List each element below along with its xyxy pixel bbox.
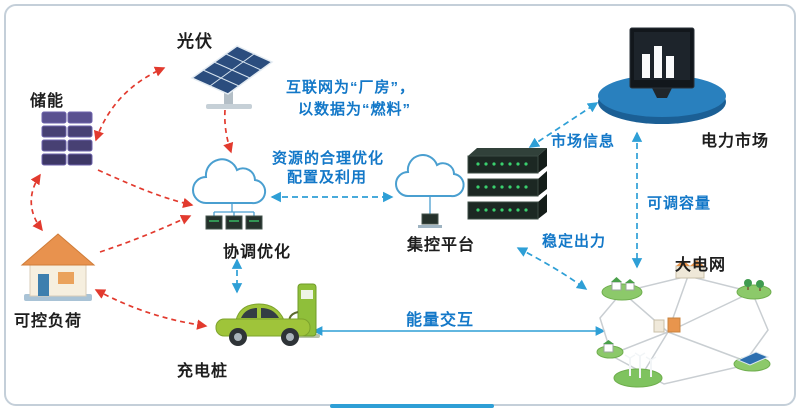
coordination-label: 协调优化 [223, 244, 292, 261]
coordination-icon [192, 158, 267, 230]
arrow-platform-market [528, 102, 599, 148]
pv-label: 光伏 [177, 32, 213, 51]
load-label: 可控负荷 [14, 313, 83, 330]
adjustable-capacity-annotation: 可调容量 [647, 195, 712, 212]
market-label: 电力市场 [701, 133, 770, 150]
arrow-storage-load [30, 173, 43, 232]
energy-exchange-annotation: 能量交互 [406, 312, 475, 329]
charger-label: 充电桩 [177, 363, 229, 380]
market-info-annotation: 市场信息 [551, 133, 616, 150]
storage-label: 储能 [30, 93, 65, 110]
load-icon [20, 233, 96, 301]
arrow-storage-coordination [97, 169, 194, 209]
grid-network-icon [596, 260, 772, 388]
grid-label: 大电网 [675, 257, 727, 274]
arrow-pv-coordination [223, 109, 234, 154]
platform-label: 集控平台 [407, 237, 476, 254]
resource-annotation-line2: 配置及利用 [287, 169, 368, 186]
resource-annotation-line1: 资源的合理优化 [272, 150, 385, 167]
bottom-accent-bar [330, 404, 494, 408]
arrow-storage-pv [93, 66, 166, 142]
storage-icon [41, 111, 93, 166]
server-rack-icon [467, 148, 547, 220]
arrow-platform-grid [516, 247, 588, 290]
pv-icon [190, 45, 274, 109]
stable-output-annotation: 稳定出力 [542, 233, 607, 250]
platform-icon [395, 154, 465, 228]
market-icon [598, 27, 726, 124]
ev-car-icon [215, 303, 311, 346]
arrow-load-charger [94, 289, 208, 330]
arrow-load-coordination [99, 215, 192, 253]
internet-annotation-line2: 以数据为“燃料” [298, 101, 412, 118]
internet-annotation-line1: 互联网为“厂房”， [286, 79, 416, 96]
